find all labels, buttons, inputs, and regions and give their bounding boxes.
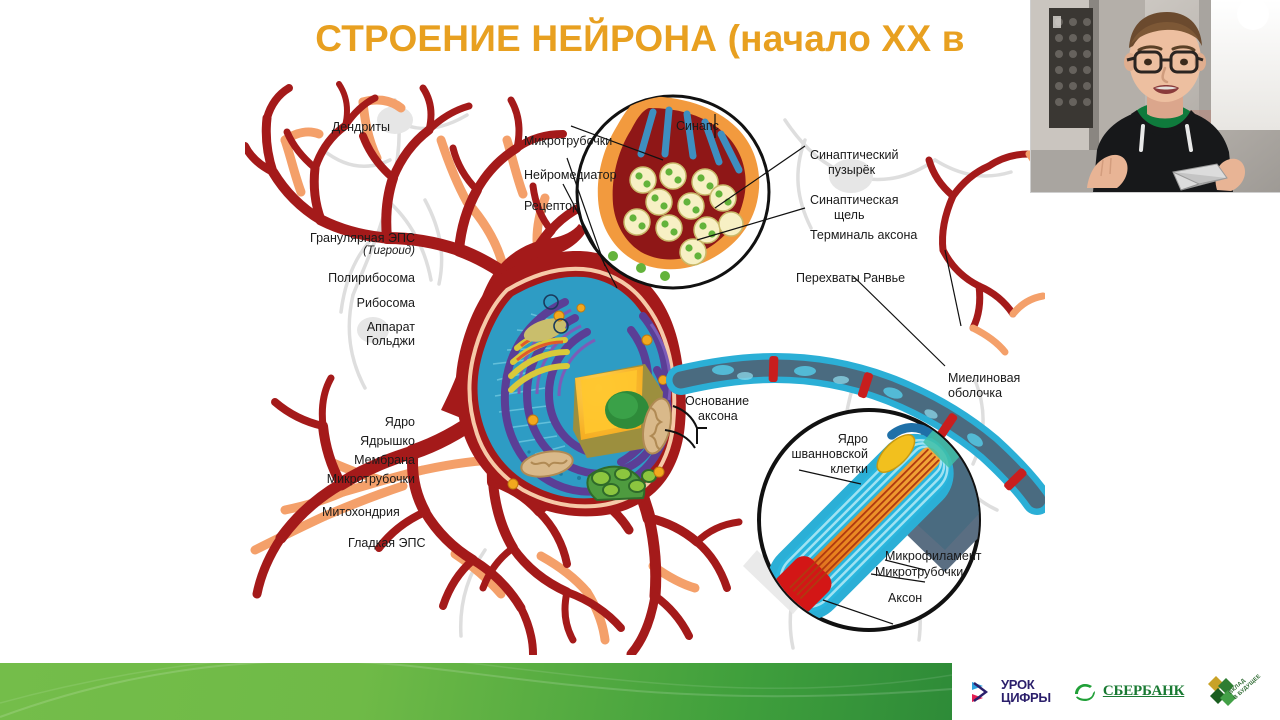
label-synaptic-vesicle-line1: Синаптический: [810, 148, 899, 162]
myelin-inner-dots: [737, 372, 938, 419]
myelin-sheath-highlights: [712, 365, 983, 447]
mitochondria-lower: [520, 450, 574, 478]
label-axon-terminal: Терминаль аксона: [810, 228, 918, 242]
label-mitochondria: Митохондрия: [322, 505, 400, 519]
label-synaptic-cleft-line1: Синаптическая: [810, 193, 899, 207]
logo-sberbank: СБЕРБАНК: [1073, 680, 1184, 704]
footer-logos: УРОК ЦИФРЫ СБЕРБАНК ВКЛАД В БУДУЩЕЕ: [952, 663, 1280, 720]
label-myelin-sheath-line2: оболочка: [948, 386, 1003, 400]
urok-cifry-text: УРОК ЦИФРЫ: [1001, 676, 1051, 705]
label-axon-hillock-line2: аксона: [698, 409, 738, 423]
label-myelin-sheath-line1: Миелиновая: [948, 371, 1021, 385]
synapse-leader-lines: [562, 114, 806, 289]
label-polyribosome: Полирибосома: [328, 271, 415, 285]
held-object: [1172, 163, 1228, 191]
vklad-diamond-icon: [1208, 675, 1237, 706]
nodes-of-ranvier: [768, 355, 1027, 491]
axon-closeup-inset: [757, 408, 981, 632]
page-title: СТРОЕНИЕ НЕЙРОНА (начало XX в: [315, 18, 965, 59]
sberbank-icon: [1073, 680, 1097, 704]
label-microtubules-axon: Микротрубочки: [875, 565, 964, 579]
label-smooth-er: Гладкая ЭПС: [348, 536, 426, 550]
label-nucleus: Ядро: [384, 415, 415, 429]
golgi-vesicle: [523, 318, 567, 342]
label-schwann-nucleus-line2: шванновской: [791, 447, 868, 461]
label-axon-hillock-line1: Основание: [685, 394, 750, 408]
nucleolus: [605, 391, 649, 429]
label-microtubules-soma: Микротрубочки: [326, 472, 415, 486]
urok-cifry-line1: УРОК: [1001, 676, 1035, 692]
label-dendrites: Дендриты: [331, 120, 390, 134]
label-synaptic-vesicle-line2: пузырёк: [828, 163, 876, 177]
synapse-inset: [575, 94, 771, 290]
polyribosome-marker: [543, 294, 569, 334]
sberbank-text: СБЕРБАНК: [1102, 683, 1185, 699]
label-axon: Аксон: [888, 591, 923, 605]
label-schwann-nucleus-line1: Ядро: [837, 432, 868, 446]
label-nucleolus: Ядрышко: [360, 434, 415, 448]
synaptic-vesicles: [623, 162, 744, 266]
label-receptor: Рецептор: [524, 199, 579, 213]
logo-urok-cifry: УРОК ЦИФРЫ: [970, 676, 1051, 705]
axon-hillock-bracket: [672, 405, 707, 444]
axon-inset-leader-lines: [798, 249, 962, 625]
label-microtubules-top: Микротрубочки: [524, 134, 613, 148]
label-microfilament: Микрофиламент: [885, 549, 982, 563]
label-schwann-nucleus-line3: клетки: [830, 462, 868, 476]
label-synaptic-cleft-line2: щель: [834, 208, 865, 222]
presenter-webcam[interactable]: [1030, 0, 1280, 193]
label-golgi-line2: Гольджи: [365, 334, 415, 348]
logo-vklad-v-budushee: ВКЛАД В БУДУЩЕЕ: [1204, 670, 1262, 714]
footer-green-bar: [0, 663, 952, 720]
axon-terminal-branches: [925, 150, 1033, 332]
label-granular-er: Гранулярная ЭПС: [310, 231, 415, 245]
label-golgi-line1: Аппарат: [366, 320, 415, 334]
mitochondria-upper: [642, 397, 672, 455]
label-nodes-of-ranvier: Перехваты Ранвье: [796, 271, 906, 285]
urok-cifry-line2: ЦИФРЫ: [1001, 689, 1051, 705]
label-ribosome: Рибосома: [356, 296, 415, 310]
neuron-structure-diagram: [245, 80, 1045, 655]
axon-hillock-bracket-2: [664, 429, 696, 449]
urok-cifry-icon: [970, 679, 996, 705]
footer-swoosh: [0, 663, 952, 720]
label-granular-er-sub: (Тигроид): [363, 245, 415, 257]
label-membrane: Мембрана: [354, 453, 415, 467]
label-neurotransmitter: Нейромедиатор: [524, 168, 617, 182]
label-synapse: Синапс: [676, 119, 719, 133]
